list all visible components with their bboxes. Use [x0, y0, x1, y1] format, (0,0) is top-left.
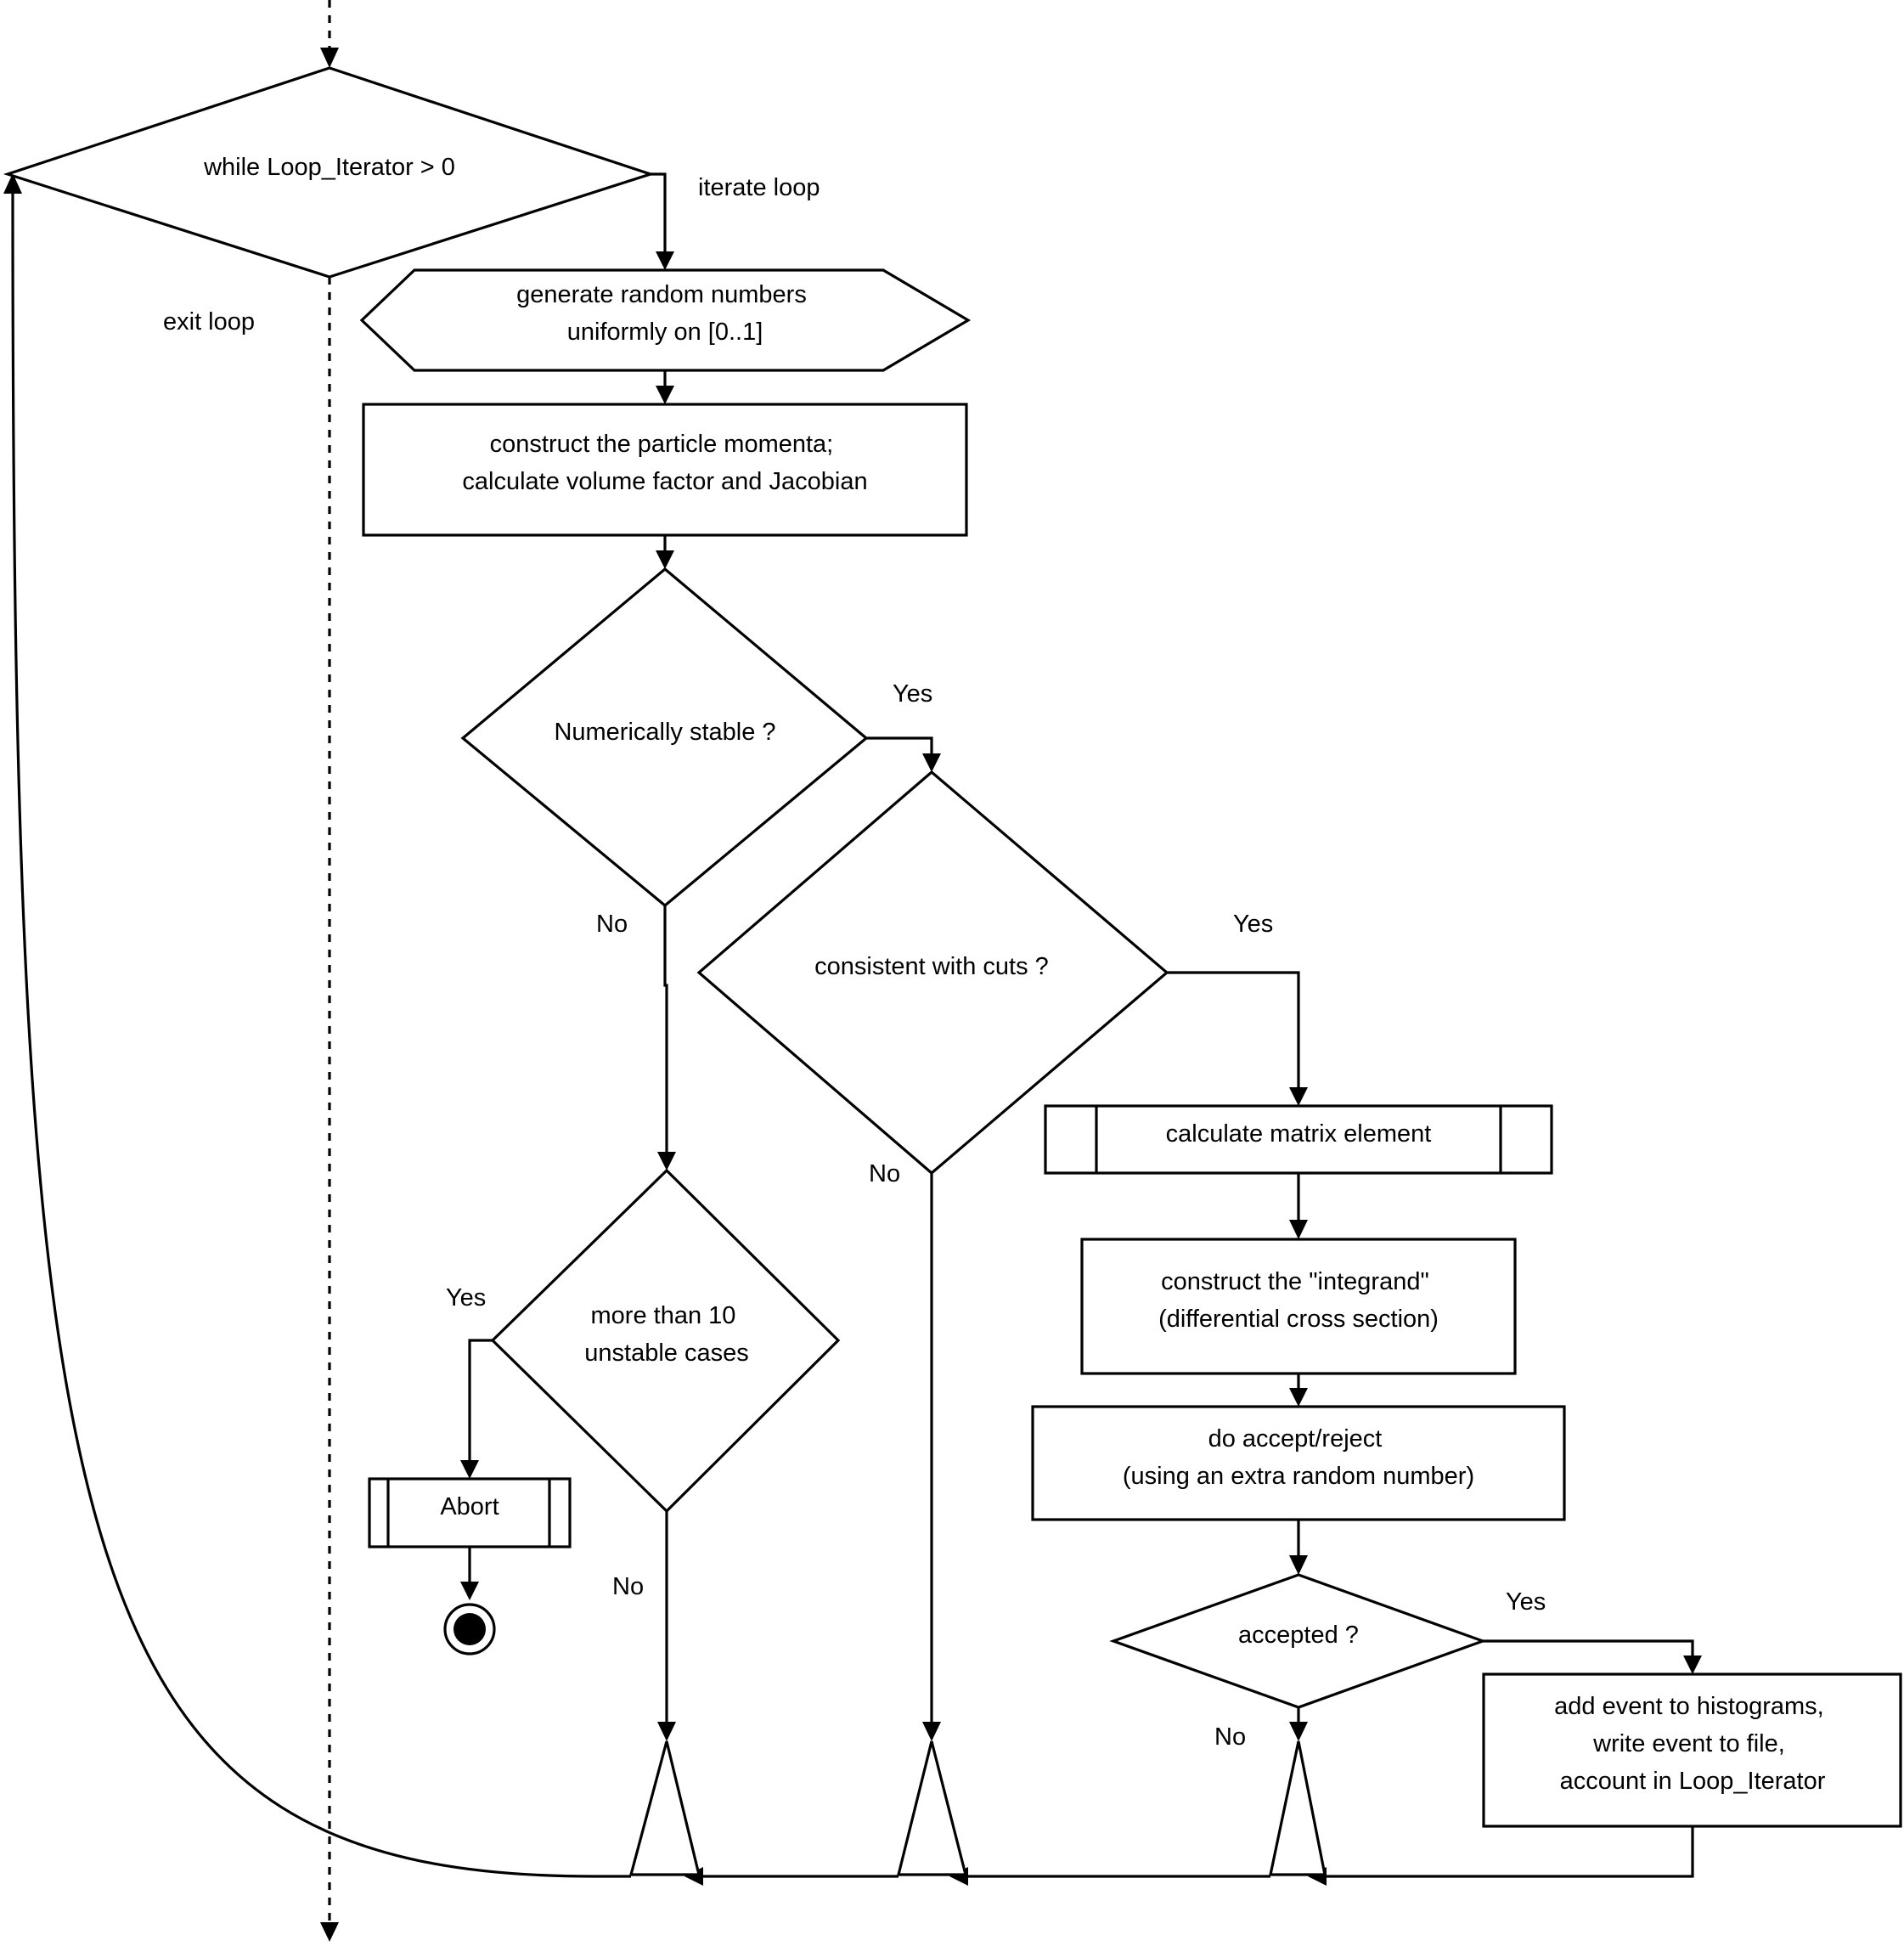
arrowhead-unstable-yes: [460, 1460, 479, 1479]
generate-random-hexagon: [359, 268, 972, 372]
unstable-no-label: No: [612, 1573, 644, 1600]
cuts-no-label: No: [869, 1160, 900, 1187]
numerically-stable-diamond: [460, 567, 869, 908]
merge-triangle-cuts: [896, 1740, 968, 1876]
merge-triangle-stable: [628, 1740, 701, 1876]
arrowhead-matrix-to-integrand: [1289, 1220, 1308, 1239]
iterate-loop-label: iterate loop: [698, 174, 820, 201]
arrowhead-accept-to-accepted: [1289, 1555, 1308, 1575]
arrowhead-cuts-no: [922, 1722, 941, 1741]
exit-loop-arrowhead: [320, 1922, 339, 1942]
arrowhead-cuts-yes: [1289, 1087, 1308, 1106]
matrix-element-box: [1044, 1104, 1553, 1175]
return-loop-curve: [11, 193, 631, 1878]
unstable-yes-label: Yes: [446, 1284, 486, 1311]
arrowhead-unstable-no: [657, 1722, 676, 1741]
more-unstable-label: more than 10 unstable cases: [584, 1302, 748, 1367]
construct-integrand-label: construct the "integrand" (differential …: [1158, 1268, 1439, 1333]
accepted-label: accepted ?: [1238, 1622, 1359, 1649]
more-unstable-diamond: [490, 1168, 841, 1514]
arrowhead-generate-to-momenta: [656, 386, 674, 404]
end-node-dot: [453, 1613, 486, 1645]
construct-integrand-box: [1080, 1238, 1517, 1375]
accepted-no-label: No: [1214, 1723, 1246, 1751]
exit-loop-label: exit loop: [163, 308, 255, 336]
abort-label: Abort: [440, 1493, 499, 1520]
matrix-element-label: calculate matrix element: [1166, 1120, 1432, 1148]
numerically-stable-label: Numerically stable ?: [554, 719, 775, 746]
arrowhead-stable-no: [657, 1152, 676, 1170]
abort-box: [368, 1477, 572, 1548]
loop-condition-label: while Loop_Iterator > 0: [203, 154, 455, 181]
cuts-yes-label: Yes: [1233, 911, 1273, 938]
entry-arrowhead: [320, 48, 339, 68]
return-line-add-event: [1327, 1826, 1694, 1878]
arrowhead-accepted-yes: [1683, 1656, 1702, 1674]
loop-condition-diamond: [3, 66, 656, 279]
consistent-cuts-diamond: [696, 770, 1169, 1176]
arrow-unstable-yes: [468, 1339, 493, 1460]
generate-random-label: generate random numbers uniformly on [0.…: [516, 281, 814, 346]
iterate-loop-arrow: [651, 172, 667, 251]
accepted-diamond: [1109, 1573, 1487, 1709]
arrow-stable-yes: [866, 736, 933, 753]
construct-momenta-label: construct the particle momenta; calculat…: [462, 431, 867, 495]
merge-triangle-accepted: [1269, 1740, 1327, 1876]
arrow-stable-no: [663, 905, 668, 1152]
accepted-yes-label: Yes: [1506, 1588, 1546, 1616]
construct-momenta-box: [362, 403, 968, 537]
arrowhead-return-loop: [3, 173, 22, 194]
arrow-accepted-yes: [1483, 1639, 1694, 1656]
consistent-cuts-label: consistent with cuts ?: [814, 953, 1049, 980]
arrowhead-momenta-to-stable: [656, 550, 674, 569]
arrowhead-accepted-no: [1289, 1722, 1308, 1741]
arrowhead-abort-to-end: [460, 1582, 479, 1600]
add-event-box: [1482, 1672, 1902, 1828]
stable-no-label: No: [596, 911, 628, 938]
arrowhead-integrand-to-accept: [1289, 1388, 1308, 1407]
arrowhead-stable-yes: [922, 753, 941, 772]
accept-reject-box: [1031, 1405, 1566, 1521]
add-event-label: add event to histograms, write event to …: [1554, 1693, 1831, 1795]
stable-yes-label: Yes: [893, 680, 932, 708]
accept-reject-label: do accept/reject (using an extra random …: [1123, 1425, 1474, 1490]
iterate-loop-arrowhead: [656, 251, 674, 270]
arrow-cuts-yes: [1167, 971, 1300, 1087]
